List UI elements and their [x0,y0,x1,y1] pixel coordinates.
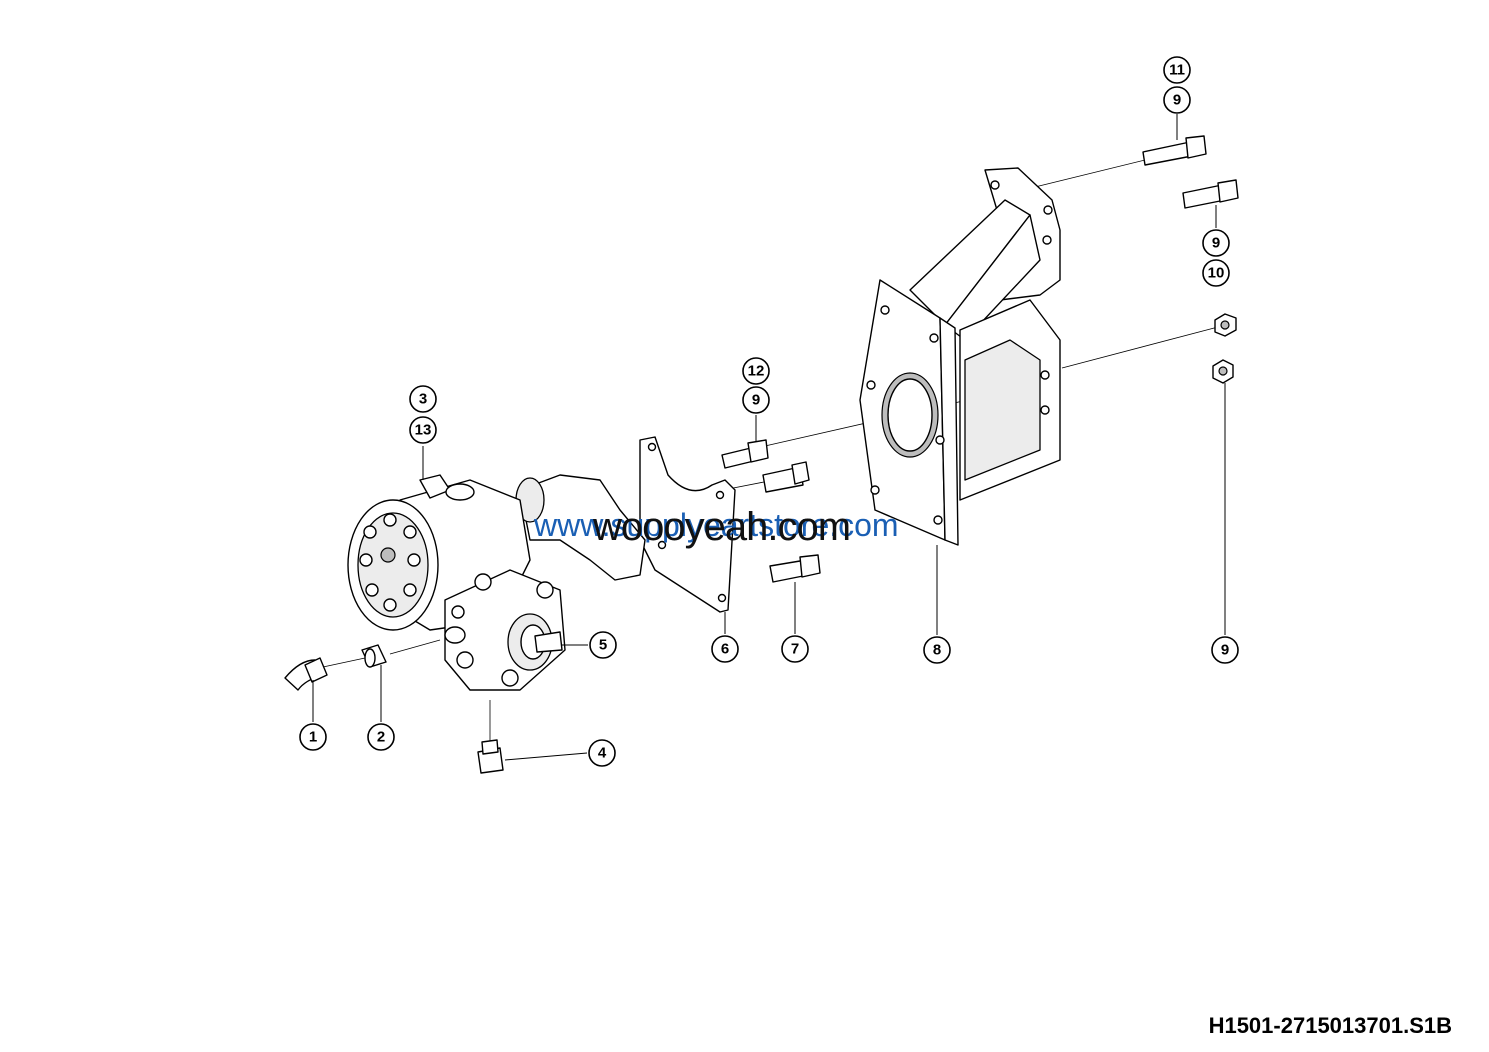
plug-fitting [477,739,504,774]
svg-text:13: 13 [415,422,432,439]
callout-3: 3 [409,385,437,413]
bolt-7 [769,554,821,583]
svg-text:2: 2 [377,729,385,746]
elbow-fitting [284,657,328,691]
svg-text:4: 4 [598,745,607,762]
svg-text:10: 10 [1208,265,1225,282]
bolt-12-9 [721,439,769,469]
svg-text:3: 3 [419,391,427,408]
callout-6: 6 [711,635,739,663]
adapter-plate [639,436,736,613]
callout-13: 13 [409,416,437,444]
mounting-bracket [859,167,1061,546]
bolt-9-10 [1182,179,1239,209]
svg-text:1: 1 [309,729,317,746]
hydraulic-pump-assembly [347,474,646,691]
nut-upper [1214,313,1237,337]
svg-text:9: 9 [752,392,760,409]
nut-lower [1212,359,1234,384]
svg-text:5: 5 [599,637,607,654]
callout-10: 10 [1202,259,1230,287]
callout-5: 5 [589,631,617,659]
watermark-black: woooyeah.com [592,505,850,549]
callout-4: 4 [588,739,616,767]
svg-text:7: 7 [791,641,799,658]
drawing-id: H1501-2715013701.S1B [1209,1013,1452,1038]
svg-text:9: 9 [1173,92,1181,109]
stud-bolt [762,461,810,493]
callout-9-mid: 9 [742,386,770,414]
callout-1: 1 [299,723,327,751]
svg-text:9: 9 [1221,642,1229,659]
svg-text:6: 6 [721,641,729,658]
watermark-blue: www.supplyeartstore.com [533,507,899,543]
callout-11: 11 [1163,56,1191,84]
callout-9-top-lower: 9 [1202,229,1230,257]
straight-fitting [361,644,387,668]
callout-2: 2 [367,723,395,751]
svg-text:8: 8 [933,642,941,659]
bolt-11-9 [1142,135,1207,166]
callout-7: 7 [781,635,809,663]
svg-text:11: 11 [1169,62,1185,79]
leader-lines [312,114,1226,761]
svg-text:9: 9 [1212,235,1220,252]
callout-9-top-upper: 9 [1163,86,1191,114]
svg-text:12: 12 [748,363,765,380]
callout-12: 12 [742,357,770,385]
callout-9-bottom: 9 [1211,636,1239,664]
callout-8: 8 [923,636,951,664]
